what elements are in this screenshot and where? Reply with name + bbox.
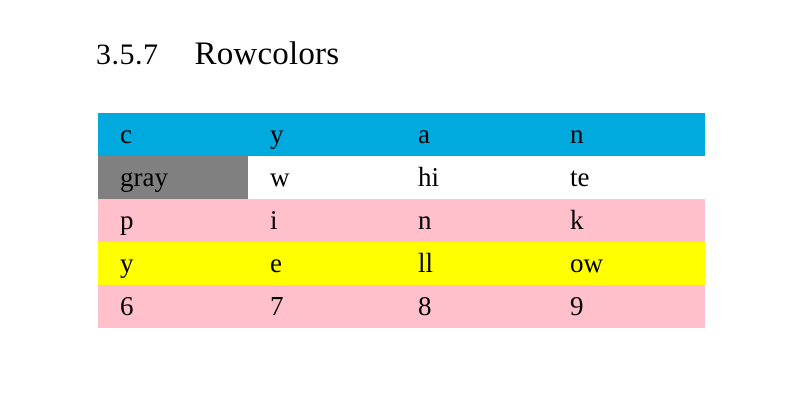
table-row: gray w hi te xyxy=(98,156,705,199)
page-title: Rowcolors xyxy=(194,36,340,72)
section-heading: 3.5.7 Rowcolors xyxy=(96,38,339,71)
table-cell: y xyxy=(248,113,396,156)
table-cell: n xyxy=(396,199,548,242)
cell-text: hi xyxy=(418,162,440,192)
table-cell: n xyxy=(548,113,705,156)
table-cell: y xyxy=(98,242,248,285)
cell-text: y xyxy=(120,248,134,278)
cell-text: gray xyxy=(120,162,168,192)
table-cell: c xyxy=(98,113,248,156)
cell-text: a xyxy=(418,119,430,149)
section-number: 3.5.7 xyxy=(96,38,159,71)
cell-text: 9 xyxy=(570,291,584,321)
table-cell: w xyxy=(248,156,396,199)
table-cell: te xyxy=(548,156,705,199)
table-cell: ll xyxy=(396,242,548,285)
table-row: 6 7 8 9 xyxy=(98,285,705,328)
table-cell: hi xyxy=(396,156,548,199)
table-cell: 7 xyxy=(248,285,396,328)
table-cell: 6 xyxy=(98,285,248,328)
table-cell: 8 xyxy=(396,285,548,328)
cell-text: e xyxy=(270,248,282,278)
cell-text: y xyxy=(270,119,284,149)
table-cell: e xyxy=(248,242,396,285)
cell-text: 6 xyxy=(120,291,134,321)
cell-text: p xyxy=(120,205,134,235)
rowcolors-table: c y a n gray w hi te p i n k y e ll ow 6 7 8 9 xyxy=(98,113,705,328)
cell-text: n xyxy=(570,119,584,149)
table-row: y e ll ow xyxy=(98,242,705,285)
cell-text: k xyxy=(570,205,584,235)
cell-text: w xyxy=(270,162,290,192)
cell-text: ow xyxy=(570,248,603,278)
cell-text: n xyxy=(418,205,432,235)
table-cell: gray xyxy=(98,156,248,199)
table-cell: p xyxy=(98,199,248,242)
table-cell: i xyxy=(248,199,396,242)
cell-text: i xyxy=(270,205,278,235)
cell-text: c xyxy=(120,119,132,149)
table-cell: k xyxy=(548,199,705,242)
cell-text: 8 xyxy=(418,291,432,321)
cell-text: ll xyxy=(418,248,434,278)
table-body: c y a n gray w hi te p i n k y e ll ow 6 7 8 9 xyxy=(98,113,705,328)
table-cell: a xyxy=(396,113,548,156)
table-cell: ow xyxy=(548,242,705,285)
table-cell: 9 xyxy=(548,285,705,328)
cell-text: te xyxy=(570,162,590,192)
cell-text: 7 xyxy=(270,291,284,321)
